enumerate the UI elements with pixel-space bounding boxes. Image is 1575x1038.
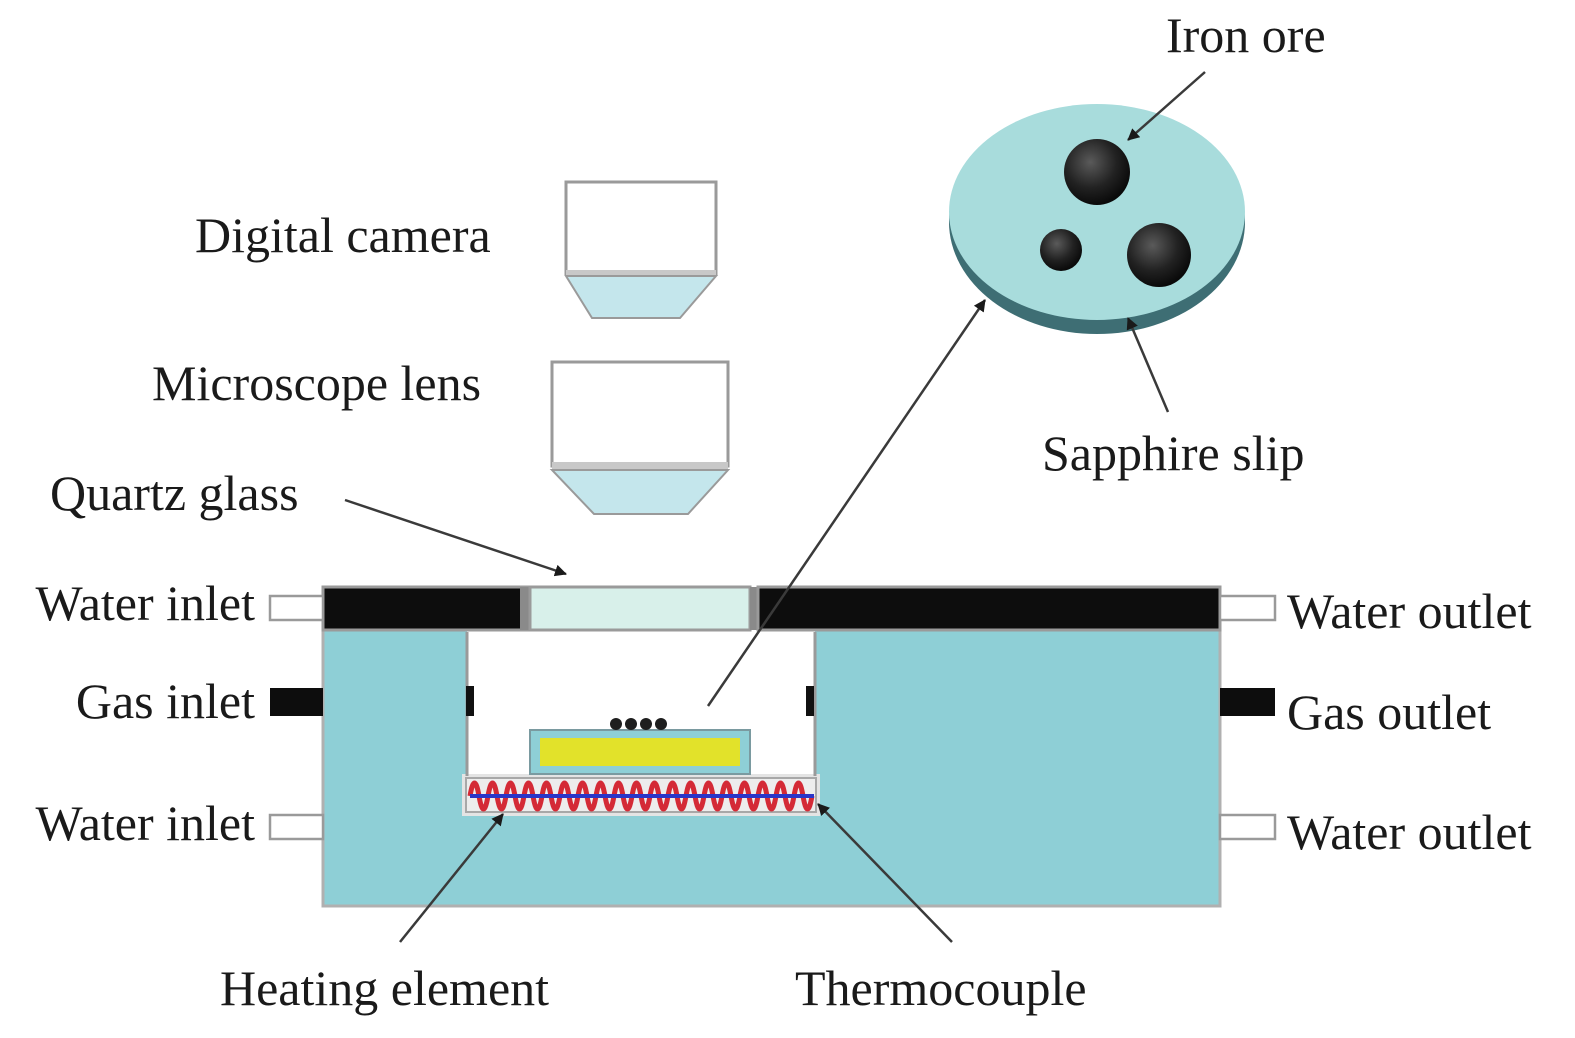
gas-outlet-label: Gas outlet [1287, 684, 1491, 740]
heating-element-arrow [399, 813, 504, 943]
labels: Iron ore Digital camera Microscope lens … [36, 7, 1532, 1016]
microscope-lens [549, 360, 731, 515]
hot-stage-chamber [268, 585, 1277, 908]
iron-ore-arrow [1127, 71, 1206, 141]
lens-glass [549, 469, 731, 515]
water-outlet-top-label: Water outlet [1287, 583, 1532, 639]
quartz-glass-window [528, 585, 752, 632]
water-outlet-bottom-label: Water outlet [1287, 804, 1532, 860]
sapphire-slip-pointer [1126, 317, 1170, 413]
water-outlet-bottom-port [1218, 813, 1277, 841]
iron-ore-label: Iron ore [1166, 7, 1326, 63]
gas-inlet-label: Gas inlet [76, 673, 255, 729]
water-inlet-top-port [268, 594, 325, 622]
water-inlet-bottom-label: Water inlet [36, 795, 256, 851]
water-inlet-bottom-port [268, 813, 325, 841]
lid-right [756, 585, 1222, 632]
iron-ore-particle-medium [1127, 223, 1191, 287]
quartz-glass-label: Quartz glass [50, 465, 299, 521]
heating-element-label: Heating element [220, 960, 549, 1016]
iron-ore-particle-small [1040, 229, 1082, 271]
gas-inlet-port [270, 688, 323, 716]
camera-glass [564, 275, 719, 319]
digital-camera-label: Digital camera [195, 207, 491, 263]
sapphire-slip [949, 104, 1245, 334]
gas-outlet-port [1220, 688, 1275, 716]
thermocouple-label: Thermocouple [795, 960, 1087, 1016]
leader-lines [344, 71, 1206, 943]
sapphire-slip-label: Sapphire slip [1042, 425, 1304, 481]
digital-camera [564, 180, 719, 319]
water-outlet-top-port [1218, 594, 1277, 622]
iron-ore-particle-large [1064, 139, 1130, 205]
microscope-lens-label: Microscope lens [152, 355, 481, 411]
quartz-glass-arrow [344, 498, 567, 577]
sample [540, 738, 740, 766]
water-inlet-top-label: Water inlet [36, 575, 256, 631]
lid-left [321, 585, 530, 632]
sample-to-slip-arrow [706, 299, 987, 707]
thermocouple-arrow [817, 803, 953, 943]
